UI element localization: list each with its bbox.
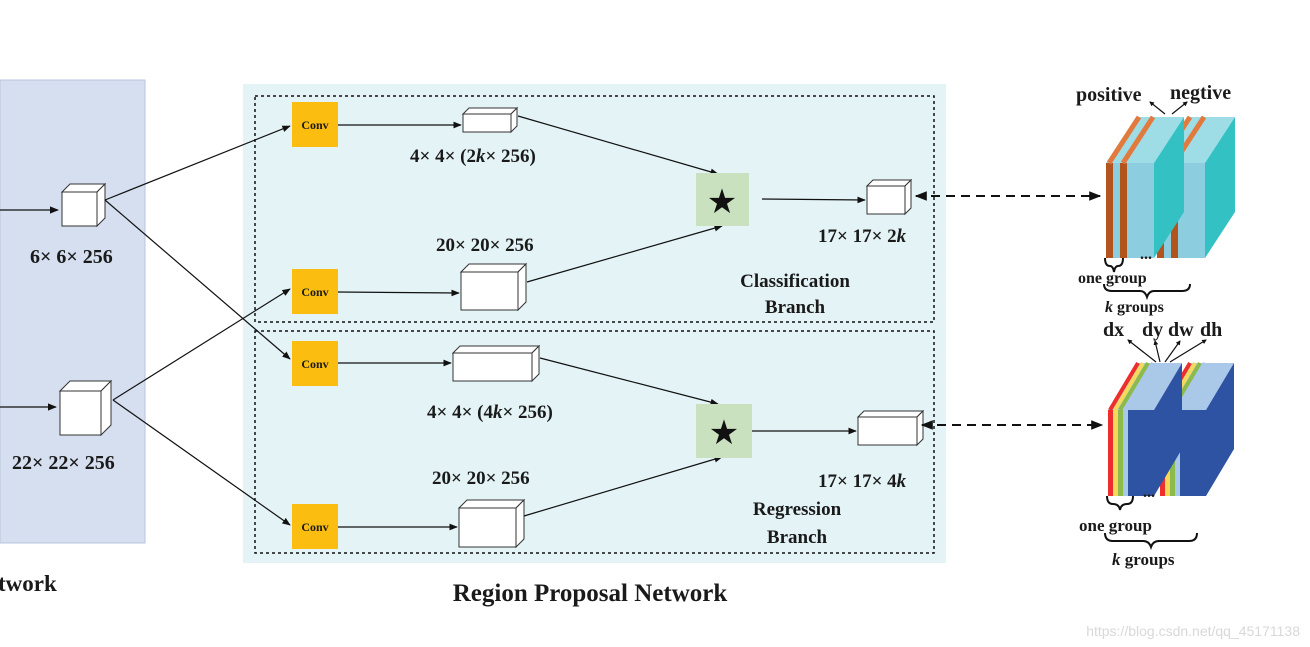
reg-branch-label-2: Branch	[767, 527, 828, 548]
reg-dh-arrow	[1169, 339, 1207, 363]
cls-kernel-cuboid	[461, 106, 519, 134]
reg-one-group-label: one group	[1079, 516, 1152, 535]
reg-k-groups-brace	[1104, 532, 1198, 551]
cls-dots: ...	[1140, 246, 1152, 263]
reg-dh-label: dh	[1200, 319, 1222, 341]
cls-search-cuboid	[459, 262, 528, 312]
edge-template-reg-conv	[104, 199, 291, 360]
rpn-title: Region Proposal Network	[453, 580, 728, 607]
reg-search-label: 20× 20× 256	[432, 468, 530, 489]
conv-cls-search: Conv	[292, 269, 338, 314]
reg-one-group-brace	[1106, 495, 1134, 511]
cls-branch-box	[254, 95, 935, 323]
cls-kernel-label: 4× 4× (2k× 256)	[410, 146, 536, 167]
conv-cls-template: Conv	[292, 102, 338, 147]
reg-k-groups-label: k groups	[1112, 550, 1175, 569]
edge-template-cls-conv	[104, 125, 291, 201]
edge-conv-cls-search	[337, 289, 460, 297]
search-feature-cube	[58, 379, 113, 437]
cls-positive-label: positive	[1076, 84, 1142, 106]
cls-one-group-label: one group	[1078, 270, 1147, 287]
reg-dy-label: dy	[1142, 319, 1163, 341]
reg-dw-label: dw	[1168, 319, 1194, 341]
reg-kernel-label: 4× 4× (4k× 256)	[427, 402, 553, 423]
edge-reg-search-xcorr	[523, 455, 723, 517]
conv-reg-template: Conv	[292, 341, 338, 386]
cls-output-cuboid	[865, 178, 913, 216]
cls-output-label: 17× 17× 2k	[818, 226, 907, 247]
cls-search-label: 20× 20× 256	[436, 235, 534, 256]
backbone-panel	[0, 79, 146, 544]
backbone-title-fragment: twork	[0, 571, 57, 596]
reg-dots: ...	[1143, 484, 1155, 501]
cls-branch-label-1: Classification	[740, 271, 850, 292]
edge-cls-xcorr-output	[761, 196, 866, 204]
cls-one-group-brace	[1104, 257, 1124, 273]
reg-dx-label: dx	[1103, 319, 1124, 341]
conv-reg-search: Conv	[292, 504, 338, 549]
svg-text:Conv: Conv	[301, 118, 328, 132]
reg-xcorr-node: ★	[696, 404, 752, 458]
search-feature-label: 22× 22× 256	[12, 452, 115, 474]
reg-output-label: 17× 17× 4k	[818, 471, 907, 492]
cls-xcorr-node: ★	[696, 173, 749, 226]
svg-text:Conv: Conv	[301, 285, 328, 299]
star-icon: ★	[707, 182, 737, 222]
cls-output-stack	[1106, 115, 1235, 258]
edge-search-cls-conv	[112, 288, 291, 401]
cls-negtive-label: negtive	[1170, 82, 1231, 104]
cls-negtive-arrow	[1171, 101, 1188, 115]
reg-output-stack	[1108, 361, 1234, 496]
reg-branch-label-1: Regression	[753, 499, 842, 520]
reg-dw-arrow	[1164, 340, 1181, 363]
svg-text:Conv: Conv	[301, 520, 328, 534]
cls-k-groups-label: k groups	[1105, 299, 1164, 316]
template-feature-cube	[60, 182, 107, 228]
star-icon: ★	[709, 413, 739, 453]
reg-output-cuboid	[856, 409, 925, 447]
edge-reg-kernel-xcorr	[539, 357, 719, 406]
edge-cls-search-xcorr	[526, 224, 723, 283]
edge-search-reg-conv	[112, 399, 291, 526]
svg-text:Conv: Conv	[301, 357, 328, 371]
reg-kernel-cuboid	[451, 344, 541, 383]
reg-dx-arrow	[1127, 339, 1157, 363]
watermark: https://blog.csdn.net/qq_45171138	[1086, 623, 1300, 639]
cls-branch-label-2: Branch	[765, 297, 826, 318]
template-feature-label: 6× 6× 256	[30, 246, 113, 268]
edge-cls-kernel-xcorr	[517, 115, 719, 176]
reg-search-cuboid	[457, 498, 526, 549]
rpn-panel	[243, 84, 946, 563]
cls-positive-arrow	[1149, 101, 1166, 115]
cls-k-groups-brace	[1103, 283, 1191, 301]
reg-dy-arrow	[1153, 340, 1161, 363]
